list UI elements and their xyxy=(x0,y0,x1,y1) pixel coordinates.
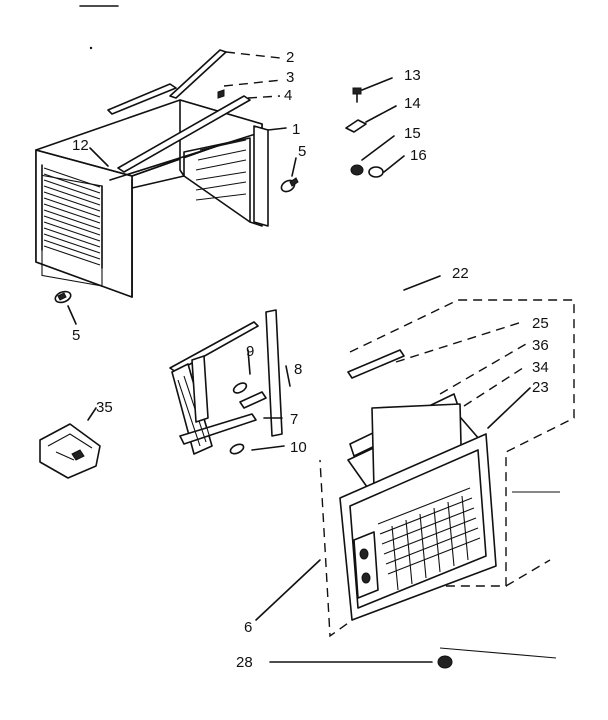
callout-3: 3 xyxy=(286,69,294,86)
callout-5-right: 5 xyxy=(298,143,306,160)
callout-7: 7 xyxy=(290,411,298,428)
knob-35 xyxy=(39,423,101,479)
speck xyxy=(89,46,93,50)
screw-5-left xyxy=(54,290,72,304)
nut-15 xyxy=(350,164,364,176)
gasket-strip-8 xyxy=(265,309,283,437)
callout-8: 8 xyxy=(294,361,302,378)
screw-5-right xyxy=(280,177,299,193)
cabinet-part xyxy=(35,49,269,298)
callout-28: 28 xyxy=(236,654,253,671)
callout-6: 6 xyxy=(244,619,252,636)
bolt-13 xyxy=(352,87,362,103)
callout-23: 23 xyxy=(532,379,549,396)
screw-3 xyxy=(217,89,225,99)
strip-25 xyxy=(347,349,405,379)
callout-13: 13 xyxy=(404,67,421,84)
callout-36: 36 xyxy=(532,337,549,354)
callout-14: 14 xyxy=(404,95,421,112)
callout-12: 12 xyxy=(72,137,89,154)
callout-10: 10 xyxy=(290,439,307,456)
callout-35: 35 xyxy=(96,399,113,416)
callout-25: 25 xyxy=(532,315,549,332)
bracket-14 xyxy=(345,119,367,133)
screw-9 xyxy=(232,382,248,394)
callout-16: 16 xyxy=(410,147,427,164)
screw-10 xyxy=(229,443,245,455)
callout-4: 4 xyxy=(284,87,292,104)
callout-15: 15 xyxy=(404,125,421,142)
callout-5-left: 5 xyxy=(72,327,80,344)
clip-28 xyxy=(437,655,453,669)
leader-lines xyxy=(67,51,531,663)
side-curtain-assembly xyxy=(169,321,267,455)
front-grille xyxy=(339,433,497,621)
callout-1: 1 xyxy=(292,121,300,138)
callout-22: 22 xyxy=(452,265,469,282)
callout-34: 34 xyxy=(532,359,549,376)
callout-9: 9 xyxy=(246,343,254,360)
callout-2: 2 xyxy=(286,49,294,66)
washer-16 xyxy=(368,166,384,178)
